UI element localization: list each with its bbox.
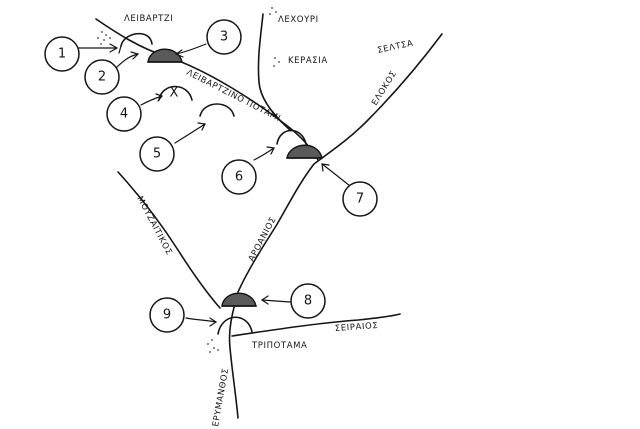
svg-text:5: 5 <box>153 147 161 162</box>
cross-mark: X <box>170 86 179 101</box>
label-mouzaitikos: ΜΟΥΖΑΙΤΙΚΟΣ <box>134 195 173 257</box>
label-tripotama: ΤΡΙΠΟΤΑΜΑ <box>251 341 307 351</box>
svg-text:2: 2 <box>98 70 106 85</box>
tripotama-dots <box>207 339 219 353</box>
label-erymanthos: ΕΡΥΜΑΝΘΟΣ <box>211 367 231 427</box>
pointer-arrow-9 <box>185 317 218 327</box>
marker-9: 9 <box>149 297 185 333</box>
label-seltsa: ΣΕΛΤΣΑ <box>377 39 415 56</box>
svg-text:1: 1 <box>58 47 66 62</box>
bridge-9-arch <box>217 316 253 335</box>
pointer-arrow-3 <box>174 43 207 58</box>
svg-text:3: 3 <box>220 30 228 45</box>
pointer-arrow-6 <box>253 146 275 161</box>
bridge-2-arch <box>118 32 153 54</box>
lechouri-stream-line <box>257 13 291 131</box>
marker-5: 5 <box>139 136 175 172</box>
marker-4: 4 <box>106 96 142 132</box>
label-kerasia: ΚΕΡΑΣΙΑ <box>288 56 328 66</box>
label-leivartsi: ΛΕΙΒΑΡΤΖΙ <box>124 14 173 24</box>
leivartsi-dots <box>97 31 111 45</box>
mouzaitikos-river-line <box>117 171 221 309</box>
erymanthos-river-line <box>228 293 239 419</box>
svg-text:9: 9 <box>163 308 171 323</box>
svg-text:6: 6 <box>235 170 243 185</box>
marker-7: 7 <box>342 181 378 217</box>
elokos-river-line <box>237 33 443 293</box>
label-seiraios: ΣΕΙΡΑΙΟΣ <box>335 321 379 334</box>
pointer-arrow-8 <box>260 295 291 305</box>
bridge-8-arch <box>221 292 257 307</box>
bridge-5-arch <box>199 103 235 117</box>
pointer-arrow-4 <box>140 93 164 106</box>
label-lechouri: ΛΕΧΟΥΡΙ <box>278 15 319 25</box>
marker-6: 6 <box>221 159 257 195</box>
leivartzino-river-line <box>95 18 319 161</box>
pointer-arrow-7 <box>321 163 351 187</box>
marker-2: 2 <box>84 59 120 95</box>
svg-text:8: 8 <box>304 294 312 309</box>
seiraios-river-line <box>231 313 401 337</box>
pointer-arrow-2 <box>115 51 140 69</box>
kerasia-dots <box>273 57 280 67</box>
pointer-arrow-1 <box>77 43 119 53</box>
marker-8: 8 <box>290 283 326 319</box>
bridge-3-arch <box>147 48 183 63</box>
bridge-6-arch <box>276 129 307 145</box>
marker-3: 3 <box>206 19 242 55</box>
label-aroanios: ΑΡΟΑΝΙΟΣ <box>247 215 279 263</box>
svg-text:7: 7 <box>356 192 364 207</box>
bridge-7-arch <box>286 144 323 159</box>
svg-text:4: 4 <box>120 107 128 122</box>
pointer-arrow-5 <box>174 122 206 144</box>
marker-1: 1 <box>44 36 80 72</box>
lechouri-dots <box>269 7 277 15</box>
